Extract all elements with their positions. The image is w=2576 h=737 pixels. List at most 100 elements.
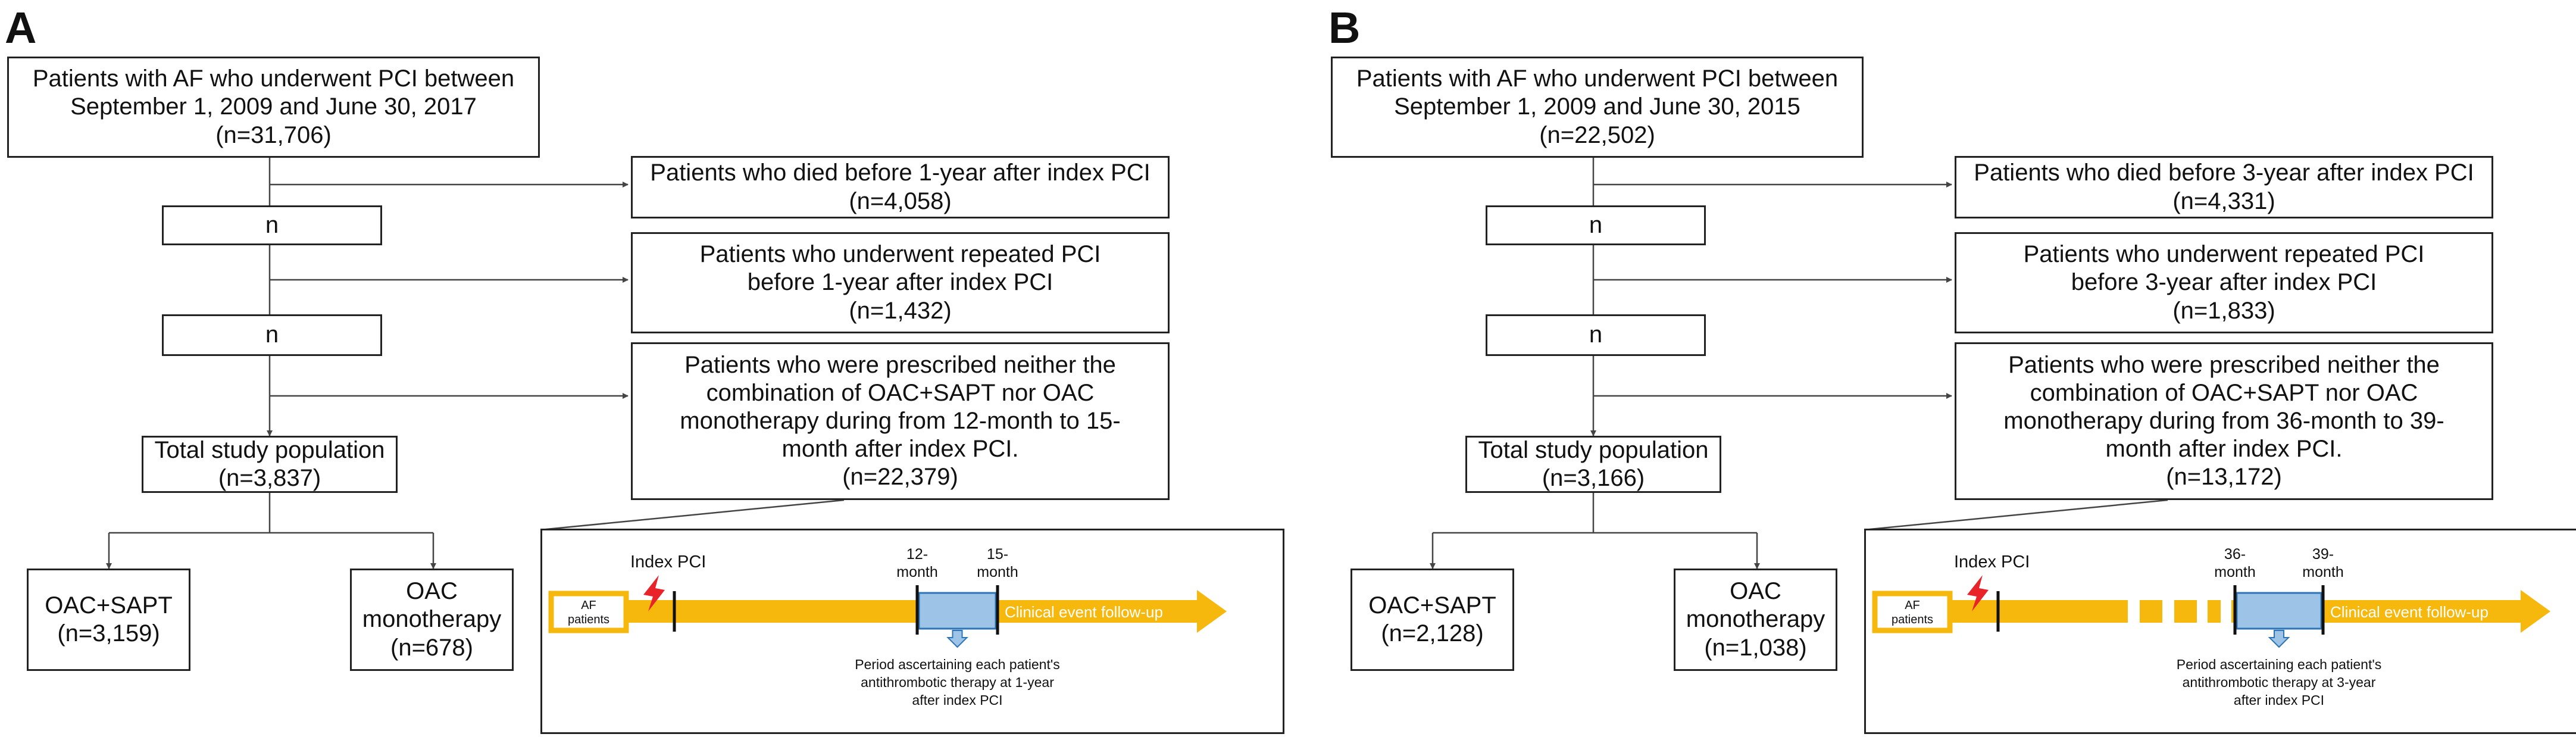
box-n1: n (1486, 205, 1706, 245)
box-arm-oac-sapt: OAC+SAPT(n=3,159) (27, 569, 190, 671)
timeline-bar (626, 600, 1197, 623)
box-n1-line: n (1589, 211, 1603, 238)
period-caption: Period ascertaining each patient's (2177, 657, 2382, 672)
box-arm-oac-sapt-line: OAC+SAPT (1368, 592, 1496, 619)
end-month-label: month (2302, 564, 2343, 580)
box-arm-oac-sapt: OAC+SAPT(n=2,128) (1350, 569, 1514, 671)
ascertainment-period (2236, 592, 2322, 630)
lightning-bolt-icon (1967, 575, 1989, 611)
box-study-population-line: (n=3,837) (218, 465, 321, 491)
period-caption: after index PCI (912, 692, 1002, 708)
box-study-population-line: (n=3,166) (1542, 465, 1645, 491)
box-exclusion-no-therapy-line: (n=22,379) (842, 464, 958, 491)
af-patients-label: AF (1905, 599, 1920, 612)
start-month-label: month (2214, 564, 2255, 580)
box-arm-oac-mono-line: OAC (1730, 578, 1781, 605)
box-study-population: Total study population(n=3,837) (142, 436, 398, 493)
box-exclusion-no-therapy-line: combination of OAC+SAPT nor OAC (2030, 379, 2418, 406)
box-initial-cohort: Patients with AF who underwent PCI betwe… (7, 57, 540, 158)
box-exclusion-death-line: (n=4,331) (2172, 188, 2275, 214)
period-caption: antithrombotic therapy at 3-year (2183, 674, 2376, 690)
panel-a: A Patients with AF who underwent PCI betw… (5, 3, 1284, 734)
start-month-label: month (896, 564, 937, 580)
box-n2-line: n (1589, 321, 1603, 348)
box-initial-cohort-line: Patients with AF who underwent PCI betwe… (1356, 65, 1839, 92)
period-caption: Period ascertaining each patient's (855, 657, 1060, 672)
timeline-arrowhead (2521, 590, 2550, 633)
box-exclusion-death-line: Patients who died before 3-year after in… (1974, 160, 2474, 186)
af-patients-box (548, 591, 629, 633)
box-exclusion-repeat-pci-line: before 3-year after index PCI (2071, 269, 2377, 296)
timeline-bar-segment (2208, 600, 2221, 623)
callout-line (540, 499, 845, 531)
period-caption: antithrombotic therapy at 1-year (861, 674, 1054, 690)
box-arm-oac-mono-line: (n=678) (390, 634, 473, 661)
box-arm-oac-sapt-line: (n=2,128) (1381, 620, 1484, 647)
box-exclusion-no-therapy-line: combination of OAC+SAPT nor OAC (706, 379, 1095, 406)
start-month-label: 36- (2224, 546, 2246, 563)
box-arm-oac-mono-line: OAC (406, 578, 458, 605)
box-initial-cohort-line: (n=31,706) (215, 121, 332, 148)
callout-line (1864, 499, 2168, 531)
box-exclusion-no-therapy-line: month after index PCI. (781, 436, 1019, 463)
connector-lines (1430, 158, 2168, 569)
box-exclusion-no-therapy-line: monotherapy during from 36-month to 39- (2003, 407, 2444, 434)
box-exclusion-repeat-pci-line: Patients who underwent repeated PCI (699, 241, 1101, 268)
connector-lines (106, 158, 845, 569)
period-caption: after index PCI (2234, 692, 2324, 708)
box-initial-cohort-line: (n=22,502) (1539, 121, 1655, 148)
box-exclusion-death-line: Patients who died before 1-year after in… (650, 160, 1151, 186)
box-study-population: Total study population(n=3,166) (1465, 436, 1721, 493)
timeline-bar-segment (2174, 600, 2197, 623)
box-exclusion-no-therapy-line: Patients who were prescribed neither the (684, 351, 1116, 378)
box-initial-cohort-line: September 1, 2009 and June 30, 2017 (70, 93, 477, 120)
box-n2: n (1486, 314, 1706, 356)
box-exclusion-repeat-pci-line: before 1-year after index PCI (747, 269, 1053, 296)
box-exclusion-death: Patients who died before 1-year after in… (631, 156, 1170, 218)
box-arm-oac-mono-line: (n=1,038) (1704, 634, 1807, 661)
box-n1: n (162, 205, 382, 245)
box-exclusion-no-therapy: Patients who were prescribed neither the… (1955, 342, 2493, 500)
box-arm-oac-sapt-line: OAC+SAPT (45, 592, 173, 619)
box-n2-line: n (265, 321, 279, 348)
box-arm-oac-mono-line: monotherapy (1686, 606, 1825, 633)
box-exclusion-repeat-pci-line: Patients who underwent repeated PCI (2023, 241, 2425, 268)
box-study-population-line: Total study population (154, 436, 385, 463)
box-exclusion-repeat-pci-line: (n=1,833) (2172, 297, 2275, 324)
box-exclusion-no-therapy-line: monotherapy during from 12-month to 15- (680, 407, 1121, 434)
box-exclusion-repeat-pci-line: (n=1,432) (849, 297, 952, 324)
start-month-label: 12- (906, 546, 928, 563)
box-exclusion-death: Patients who died before 3-year after in… (1955, 156, 2493, 218)
af-patients-label: patients (1892, 613, 1933, 626)
timeline-arrowhead (1197, 590, 1227, 633)
af-patients-label: patients (568, 613, 609, 626)
end-month-label: 39- (2312, 546, 2334, 563)
down-arrow-icon (946, 630, 968, 648)
panel-label: A (5, 3, 37, 52)
box-arm-oac-mono-line: monotherapy (362, 606, 502, 633)
af-patients-label: AF (581, 599, 596, 612)
followup-label: Clinical event follow-up (1005, 603, 1163, 621)
box-exclusion-no-therapy-line: Patients who were prescribed neither the (2008, 351, 2440, 378)
box-initial-cohort-line: September 1, 2009 and June 30, 2015 (1394, 93, 1800, 120)
timeline-bar (1949, 600, 2128, 623)
box-n1-line: n (265, 211, 279, 238)
timeline-bar-segment (2140, 600, 2162, 623)
end-month-label: 15- (987, 546, 1008, 563)
end-month-label: month (977, 564, 1018, 580)
index-pci-label: Index PCI (630, 552, 706, 572)
down-arrow-icon (2268, 630, 2290, 648)
box-exclusion-death-line: (n=4,058) (849, 188, 952, 214)
followup-label: Clinical event follow-up (2330, 603, 2489, 621)
box-exclusion-no-therapy-line: (n=13,172) (2166, 464, 2282, 491)
af-patients-box (1872, 591, 1953, 633)
box-study-population-line: Total study population (1478, 436, 1709, 463)
box-exclusion-no-therapy: Patients who were prescribed neither the… (631, 342, 1170, 500)
